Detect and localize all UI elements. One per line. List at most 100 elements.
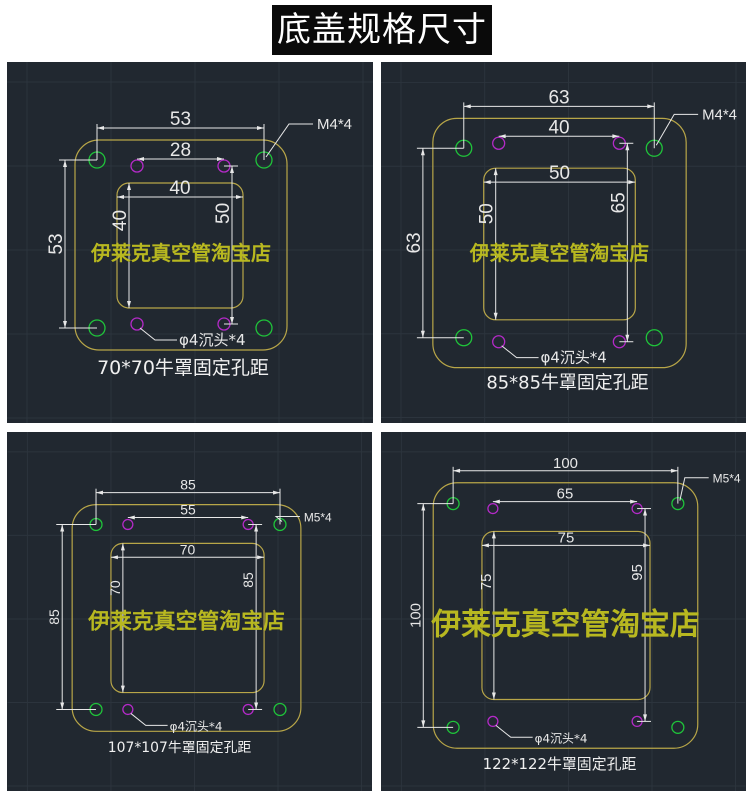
dim-inner-width-arrow <box>110 555 118 560</box>
mount-hole <box>273 702 287 717</box>
dim-mount-height-arrow <box>421 503 426 511</box>
watermark: 伊莱克真空管淘宝店 <box>90 241 271 265</box>
outer-plate-outline <box>432 482 699 749</box>
dim-inner-height-arrow <box>120 685 125 693</box>
dim-csk-height-arrow <box>230 317 234 324</box>
dim-mount-height-arrow <box>60 524 65 532</box>
dim-csk-width-arrow <box>137 157 144 161</box>
csk-spec-label: φ4沉头*4 <box>535 731 588 745</box>
mount-hole <box>645 329 663 347</box>
dim-csk-height-label: 65 <box>608 192 629 213</box>
dim-csk-height-label: 50 <box>213 203 234 224</box>
cad-drawing: 10065751007595M5*4φ4沉头*4122*122牛罩固定孔距伊莱克… <box>381 432 746 791</box>
dim-mount-height-label: 53 <box>46 233 67 254</box>
csk-leader <box>495 724 533 738</box>
cad-drawing: 634050635065M4*4φ4沉头*485*85牛罩固定孔距伊莱克真空管淘… <box>381 62 746 423</box>
dim-csk-height-arrow <box>230 166 234 173</box>
dim-mount-height-arrow <box>421 720 426 728</box>
hole-spec-label: M5*4 <box>713 472 741 486</box>
hole-spec-label: M5*4 <box>304 511 332 525</box>
dim-inner-width-arrow <box>628 180 636 185</box>
countersunk-hole <box>130 317 144 331</box>
dim-mount-width-label: 63 <box>548 87 569 108</box>
countersunk-hole <box>487 715 499 728</box>
watermark: 伊莱克真空管淘宝店 <box>87 609 285 635</box>
dim-csk-width-label: 65 <box>557 487 574 503</box>
dim-csk-width-label: 28 <box>170 140 191 161</box>
dim-inner-width-label: 50 <box>549 163 570 184</box>
drawing-caption: 122*122牛罩固定孔距 <box>483 755 637 773</box>
hole-spec-label: M4*4 <box>702 106 737 123</box>
dim-mount-width-arrow <box>97 126 104 130</box>
dim-inner-height-arrow <box>120 543 125 551</box>
countersunk-hole <box>130 159 144 173</box>
dim-mount-width-label: 100 <box>553 456 578 472</box>
dim-mount-width-arrow <box>273 490 280 495</box>
dim-inner-width-label: 70 <box>180 541 196 557</box>
dim-mount-height-label: 85 <box>46 609 62 625</box>
csk-leader <box>130 713 168 726</box>
dim-mount-width-label: 85 <box>180 477 196 493</box>
dim-mount-width-label: 53 <box>170 109 191 130</box>
dim-mount-width-arrow <box>257 126 264 130</box>
dim-mount-width-arrow <box>96 490 103 495</box>
dim-csk-height-arrow <box>643 508 648 516</box>
dim-mount-height-arrow <box>420 148 425 156</box>
dim-mount-width-arrow <box>463 104 471 109</box>
dim-inner-height-arrow <box>127 301 131 308</box>
dim-inner-width-arrow <box>117 195 124 199</box>
watermark: 伊莱克真空管淘宝店 <box>430 608 699 643</box>
csk-spec-label: φ4沉头*4 <box>541 349 607 367</box>
dim-csk-width-arrow <box>127 515 135 520</box>
dim-inner-height-arrow <box>493 168 498 176</box>
dim-csk-width-label: 40 <box>548 117 569 138</box>
dim-inner-height-label: 40 <box>110 210 131 231</box>
watermark: 伊莱克真空管淘宝店 <box>469 241 650 265</box>
dim-inner-width-arrow <box>643 543 651 548</box>
mount-hole <box>255 319 273 337</box>
countersunk-hole <box>492 335 506 349</box>
csk-spec-label: φ4沉头*4 <box>170 719 223 733</box>
dim-csk-width-arrow <box>217 157 224 161</box>
countersunk-hole <box>122 518 134 531</box>
dim-csk-width-arrow <box>630 499 638 504</box>
dim-inner-height-label: 70 <box>107 580 123 596</box>
drawing-caption: 107*107牛罩固定孔距 <box>108 740 252 756</box>
dim-inner-width-arrow <box>257 555 265 560</box>
dim-csk-width-arrow <box>612 134 620 139</box>
outer-plate-outline <box>74 139 288 351</box>
outer-plate-outline <box>71 503 302 732</box>
dim-mount-height-label: 100 <box>408 603 424 628</box>
dim-csk-width-arrow <box>241 515 249 520</box>
dim-inner-width-arrow <box>236 195 243 199</box>
dim-inner-height-label: 75 <box>479 574 495 591</box>
dim-inner-width-arrow <box>481 543 489 548</box>
cad-drawing: 855570857085M5*4φ4沉头*4107*107牛罩固定孔距伊莱克真空… <box>7 432 372 791</box>
drawing-caption: 70*70牛罩固定孔距 <box>97 357 269 379</box>
csk-spec-label: φ4沉头*4 <box>179 331 245 349</box>
dim-inner-width-label: 75 <box>558 530 575 546</box>
dim-inner-height-arrow <box>491 692 496 700</box>
dim-mount-width-arrow <box>453 468 461 473</box>
dim-inner-width-label: 40 <box>169 178 190 199</box>
dim-mount-height-arrow <box>63 160 67 167</box>
dim-mount-height-arrow <box>60 702 65 710</box>
countersunk-hole <box>492 136 506 150</box>
dim-csk-height-label: 85 <box>240 572 256 588</box>
dim-csk-height-arrow <box>254 524 259 532</box>
mount-hole <box>671 720 685 734</box>
dim-csk-width-arrow <box>492 499 500 504</box>
dim-inner-height-arrow <box>127 183 131 190</box>
dim-csk-width-arrow <box>498 134 506 139</box>
dim-inner-height-arrow <box>493 312 498 320</box>
inner-cutout-outline <box>110 542 265 694</box>
hole-leader <box>265 123 313 158</box>
dim-csk-height-arrow <box>625 334 630 342</box>
dim-inner-height-label: 50 <box>477 203 498 224</box>
csk-leader <box>139 327 177 341</box>
page-title: 底盖规格尺寸 <box>272 5 492 55</box>
